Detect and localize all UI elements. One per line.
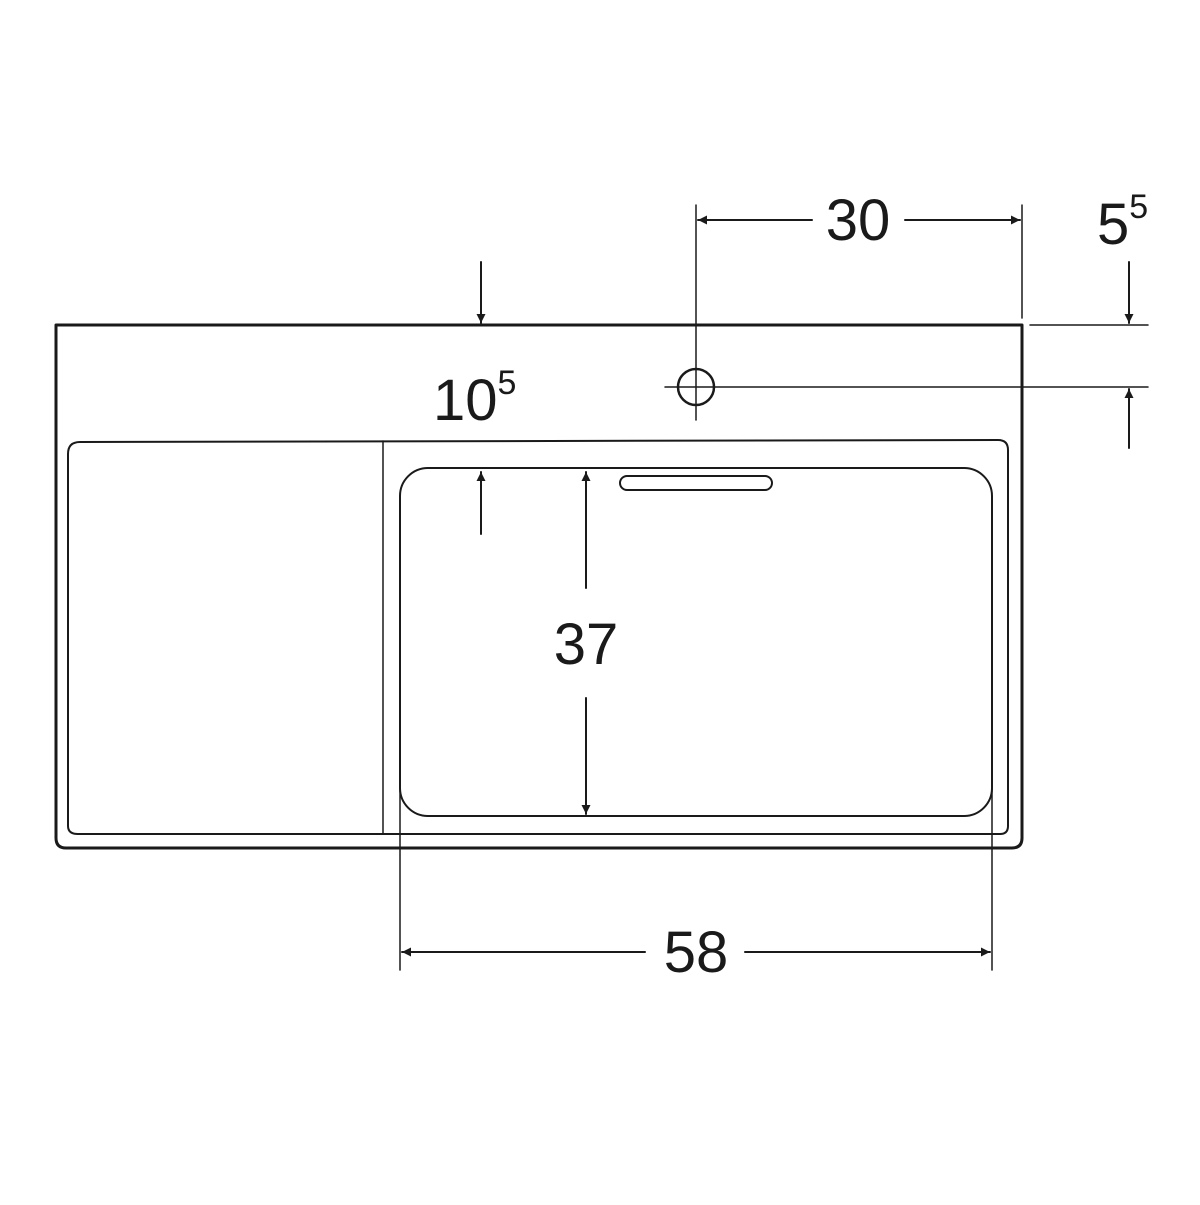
- dim-label-10-5-base: 10: [433, 368, 498, 433]
- dim-label-10-5-sup: 5: [498, 364, 517, 402]
- dim-label-5-5: 55: [1097, 188, 1148, 257]
- dim-label-37: 37: [554, 612, 619, 677]
- basin-outline: [54, 323, 1024, 850]
- dim-label-5-5-base: 5: [1097, 192, 1129, 257]
- overflow-slot: [619, 475, 773, 491]
- dim-label-30: 30: [826, 188, 891, 253]
- dim-label-5-5-sup: 5: [1129, 188, 1148, 226]
- bowl-outline: [399, 467, 993, 817]
- shelf-deck-outline: [67, 439, 1009, 835]
- dim-label-10-5: 105: [433, 364, 516, 433]
- dim-label-58: 58: [664, 920, 729, 985]
